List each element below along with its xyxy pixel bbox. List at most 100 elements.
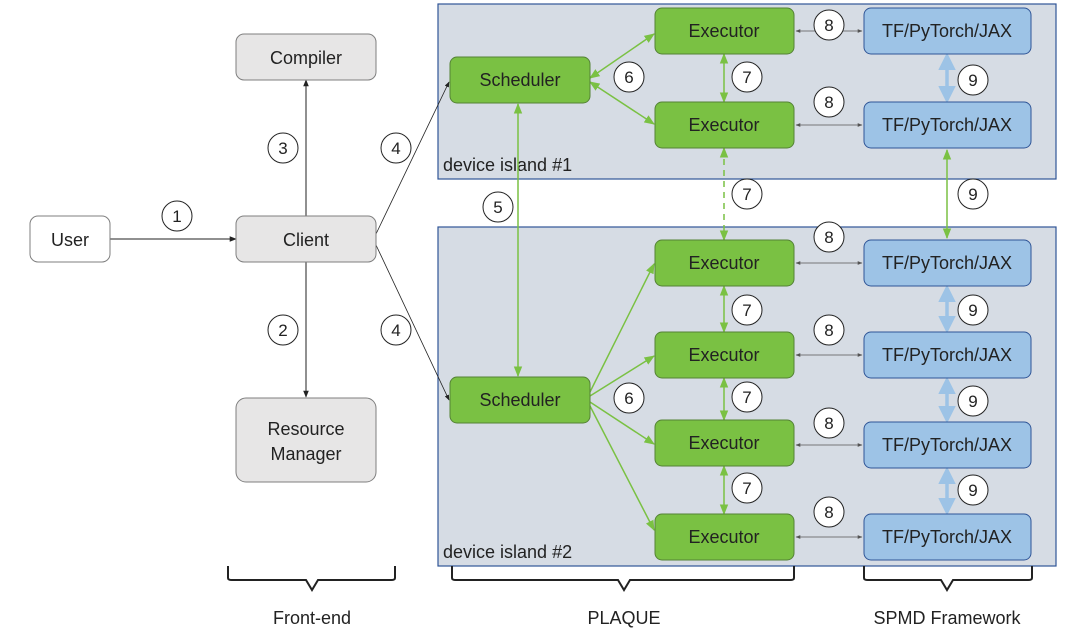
step-number-7a: 7 [742,68,751,87]
step-circle-9c: 9 [957,294,989,326]
brace-spmd [863,566,1033,592]
scheduler-node-2 [449,376,591,424]
step-number-7b: 7 [742,185,751,204]
step-number-8f: 8 [824,503,833,522]
step-circle-8d: 8 [813,314,845,346]
edge-sched1-exec1 [589,33,655,79]
group-label-spmd: SPMD Framework [873,608,1021,628]
step-number-8c: 8 [824,228,833,247]
executor-node-2 [654,101,795,149]
framework-label-3: TF/PyTorch/JAX [882,253,1012,273]
framework-label-2: TF/PyTorch/JAX [882,115,1012,135]
step-circle-1: 1 [161,200,193,232]
executor-node-4 [654,331,795,379]
executor-label-3: Executor [688,253,759,273]
client-node [235,215,377,263]
executor-label-6: Executor [688,527,759,547]
step-number-8d: 8 [824,321,833,340]
edge-client-scheduler-1 [375,81,450,235]
step-number-7e: 7 [742,479,751,498]
executor-label-2: Executor [688,115,759,135]
scheduler-node-1 [449,56,591,104]
step-circle-4b: 4 [380,314,412,346]
step-number-8b: 8 [824,93,833,112]
step-number-6a: 6 [624,68,633,87]
step-number-9d: 9 [968,392,977,411]
executor-label-5: Executor [688,433,759,453]
resource-manager-node [235,397,377,483]
step-number-5: 5 [493,198,502,217]
step-number-7c: 7 [742,301,751,320]
step-number-8e: 8 [824,414,833,433]
step-number-2: 2 [278,321,287,340]
framework-label-1: TF/PyTorch/JAX [882,21,1012,41]
framework-node-3 [863,239,1032,287]
step-number-1: 1 [172,207,181,226]
edge-sched2-exec4 [589,355,655,397]
step-circle-8f: 8 [813,496,845,528]
step-circle-8a: 8 [813,9,845,41]
user-label: User [51,230,89,250]
brace-frontend [227,566,396,592]
step-circle-8c: 8 [813,221,845,253]
step-circle-2: 2 [267,314,299,346]
step-circle-9e: 9 [957,474,989,506]
step-circle-9d: 9 [957,385,989,417]
user-node [29,215,111,263]
resource-manager-label-line2: Manager [270,444,341,464]
scheduler-label-1: Scheduler [479,70,560,90]
compiler-node [235,33,377,81]
step-number-7d: 7 [742,388,751,407]
step-circle-8e: 8 [813,407,845,439]
executor-label-4: Executor [688,345,759,365]
step-circle-8b: 8 [813,86,845,118]
step-circle-9b: 9 [957,178,989,210]
step-number-4a: 4 [391,139,400,158]
device-island-1-label: device island #1 [443,155,572,175]
step-number-6b: 6 [624,389,633,408]
edge-sched2-exec5 [589,401,655,445]
framework-node-2 [863,101,1032,149]
brace-plaque [451,566,795,592]
framework-label-5: TF/PyTorch/JAX [882,435,1012,455]
edge-client-scheduler-2 [375,244,450,401]
step-circle-7b: 7 [731,178,763,210]
executor-node-1 [654,7,795,55]
scheduler-label-2: Scheduler [479,390,560,410]
group-label-plaque: PLAQUE [587,608,660,628]
framework-node-4 [863,331,1032,379]
step-circle-6a: 6 [613,61,645,93]
group-label-frontend: Front-end [273,608,351,628]
step-number-9e: 9 [968,481,977,500]
step-circle-4a: 4 [380,132,412,164]
executor-label-1: Executor [688,21,759,41]
step-number-4b: 4 [391,321,400,340]
framework-node-5 [863,421,1032,469]
device-island-2-label: device island #2 [443,542,572,562]
step-circle-5: 5 [482,191,514,223]
step-circle-6b: 6 [613,382,645,414]
step-circle-7d: 7 [731,381,763,413]
framework-node-6 [863,513,1032,561]
compiler-label: Compiler [270,48,342,68]
step-number-9a: 9 [968,71,977,90]
framework-node-1 [863,7,1032,55]
step-circle-7e: 7 [731,472,763,504]
step-circle-3: 3 [267,132,299,164]
step-number-8a: 8 [824,16,833,35]
executor-node-5 [654,419,795,467]
edge-sched1-exec2 [589,81,655,125]
step-circle-7c: 7 [731,294,763,326]
resource-manager-label-line1: Resource [267,419,344,439]
client-label: Client [283,230,329,250]
step-circle-9a: 9 [957,64,989,96]
step-circle-7a: 7 [731,61,763,93]
step-number-3: 3 [278,139,287,158]
framework-label-6: TF/PyTorch/JAX [882,527,1012,547]
executor-node-6 [654,513,795,561]
edge-sched2-exec6 [589,405,655,531]
step-number-9c: 9 [968,301,977,320]
framework-label-4: TF/PyTorch/JAX [882,345,1012,365]
executor-node-3 [654,239,795,287]
